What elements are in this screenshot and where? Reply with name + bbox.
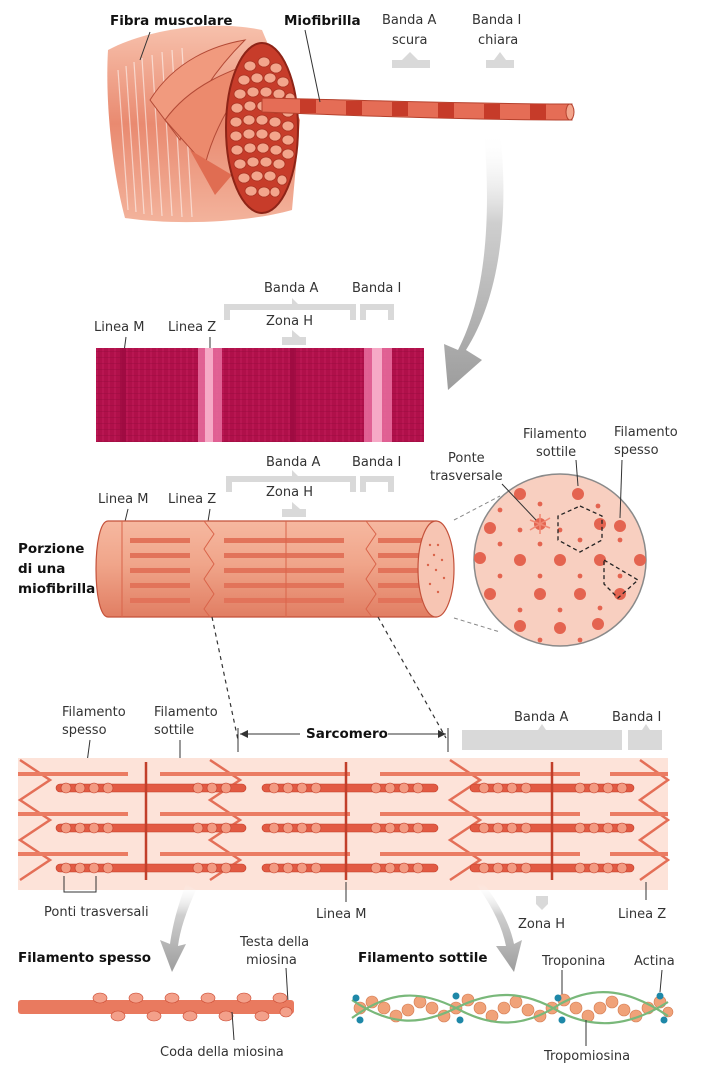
down-arrow-left-icon xyxy=(160,884,196,972)
sarc-label-linea-z: Linea Z xyxy=(618,907,666,922)
sarc-label-banda-i: Banda I xyxy=(612,710,661,725)
label-filamento-spesso: Filamento spesso xyxy=(18,950,151,966)
micro-label-linea-z: Linea Z xyxy=(168,320,216,335)
label-porzione-line2: di una xyxy=(18,561,65,577)
sarc-label-zona-h: Zona H xyxy=(518,917,565,932)
xs-label-filamento-spesso-line1: Filamento xyxy=(614,425,678,440)
xs-label-filamento-sottile-line2: sottile xyxy=(536,445,576,460)
label-testa-line2: miosina xyxy=(246,953,297,968)
label-troponina: Troponina xyxy=(541,954,605,969)
label-banda-a-scura-line1: Banda A xyxy=(382,13,436,28)
portion-label-linea-m: Linea M xyxy=(98,492,148,507)
label-testa-line1: Testa della xyxy=(239,935,309,950)
label-banda-i-chiara-line2: chiara xyxy=(478,33,518,48)
myofibril-rod xyxy=(261,97,575,121)
label-fibra-muscolare: Fibra muscolare xyxy=(110,13,233,29)
sarc-label-filamento-sottile-line2: sottile xyxy=(154,723,194,738)
micro-label-banda-i: Banda I xyxy=(352,281,401,296)
sarc-bracket xyxy=(462,724,662,750)
sarcomere-illustration xyxy=(17,758,671,890)
myofibril-cylinder xyxy=(95,520,455,618)
label-porzione-line1: Porzione xyxy=(18,541,84,557)
micro-label-zona-h: Zona H xyxy=(266,314,313,329)
sarc-label-filamento-spesso-line1: Filamento xyxy=(62,705,126,720)
label-banda-a-scura-line2: scura xyxy=(392,33,427,48)
xs-label-filamento-sottile-line1: Filamento xyxy=(523,427,587,442)
xs-label-ponte-line2: trasversale xyxy=(430,469,503,484)
label-miofibrilla: Miofibrilla xyxy=(284,13,361,29)
xs-label-ponte-line1: Ponte xyxy=(448,451,485,466)
muscle-fiber-illustration xyxy=(107,25,300,223)
label-coda-miosina: Coda della miosina xyxy=(160,1045,284,1060)
sarc-label-linea-m: Linea M xyxy=(316,907,366,922)
portion-label-banda-a: Banda A xyxy=(266,455,320,470)
curved-arrow-icon xyxy=(444,132,504,390)
sarc-label-banda-a: Banda A xyxy=(514,710,568,725)
thick-filament-detail xyxy=(18,992,294,1022)
portion-label-banda-i: Banda I xyxy=(352,455,401,470)
electron-micrograph xyxy=(96,348,424,442)
micro-label-banda-a: Banda A xyxy=(264,281,318,296)
xs-label-filamento-spesso-line2: spesso xyxy=(614,443,659,458)
label-banda-i-chiara-line1: Banda I xyxy=(472,13,521,28)
sarc-label-filamento-spesso-line2: spesso xyxy=(62,723,107,738)
label-ponti-trasversali: Ponti trasversali xyxy=(44,905,149,920)
myofibril-bracket xyxy=(226,470,394,517)
sarcomere-dimension xyxy=(237,728,449,752)
micrograph-bracket xyxy=(224,298,394,345)
thin-filament-detail xyxy=(351,991,674,1025)
label-sarcomero: Sarcomero xyxy=(306,726,388,742)
label-actina: Actina xyxy=(634,954,675,969)
label-porzione-line3: miofibrilla xyxy=(18,581,95,597)
label-filamento-sottile: Filamento sottile xyxy=(358,950,487,966)
portion-label-linea-z: Linea Z xyxy=(168,492,216,507)
micro-label-linea-m: Linea M xyxy=(94,320,144,335)
portion-label-zona-h: Zona H xyxy=(266,485,313,500)
label-tropomiosina: Tropomiosina xyxy=(543,1049,630,1064)
sarc-label-filamento-sottile-line1: Filamento xyxy=(154,705,218,720)
down-arrow-right-icon xyxy=(476,884,522,972)
cross-section-circle xyxy=(473,473,647,647)
